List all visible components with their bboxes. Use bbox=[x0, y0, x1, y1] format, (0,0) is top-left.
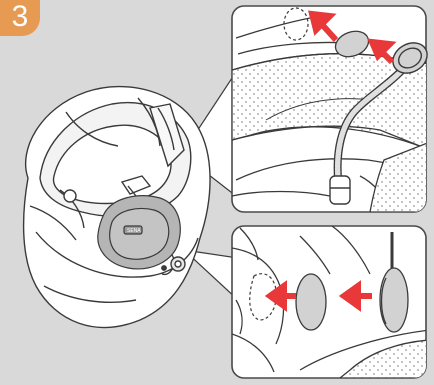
intercom-device: SENA bbox=[98, 196, 180, 269]
microphone-pad bbox=[296, 274, 326, 330]
device-label: SENA bbox=[127, 228, 141, 234]
bottom-detail-panel bbox=[232, 226, 430, 378]
top-detail-panel bbox=[232, 6, 433, 212]
